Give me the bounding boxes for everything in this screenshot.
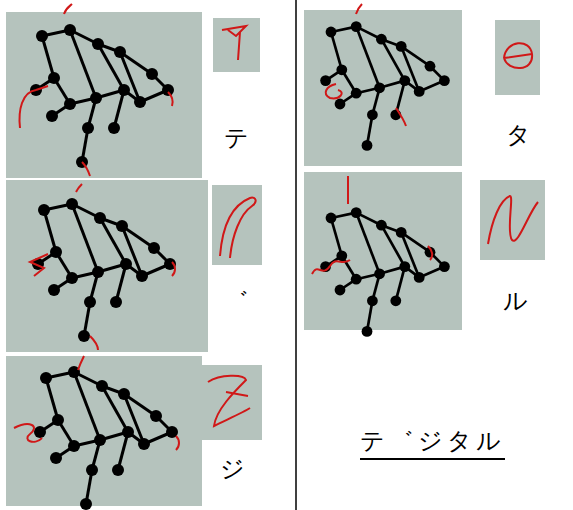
character-label: タ: [506, 122, 531, 148]
character-label: ゛: [224, 288, 249, 314]
word-label: テ゛ジタル: [360, 428, 505, 460]
character-label: テ: [224, 125, 249, 151]
character-label: ル: [503, 288, 528, 314]
character-label: ジ: [220, 456, 245, 482]
